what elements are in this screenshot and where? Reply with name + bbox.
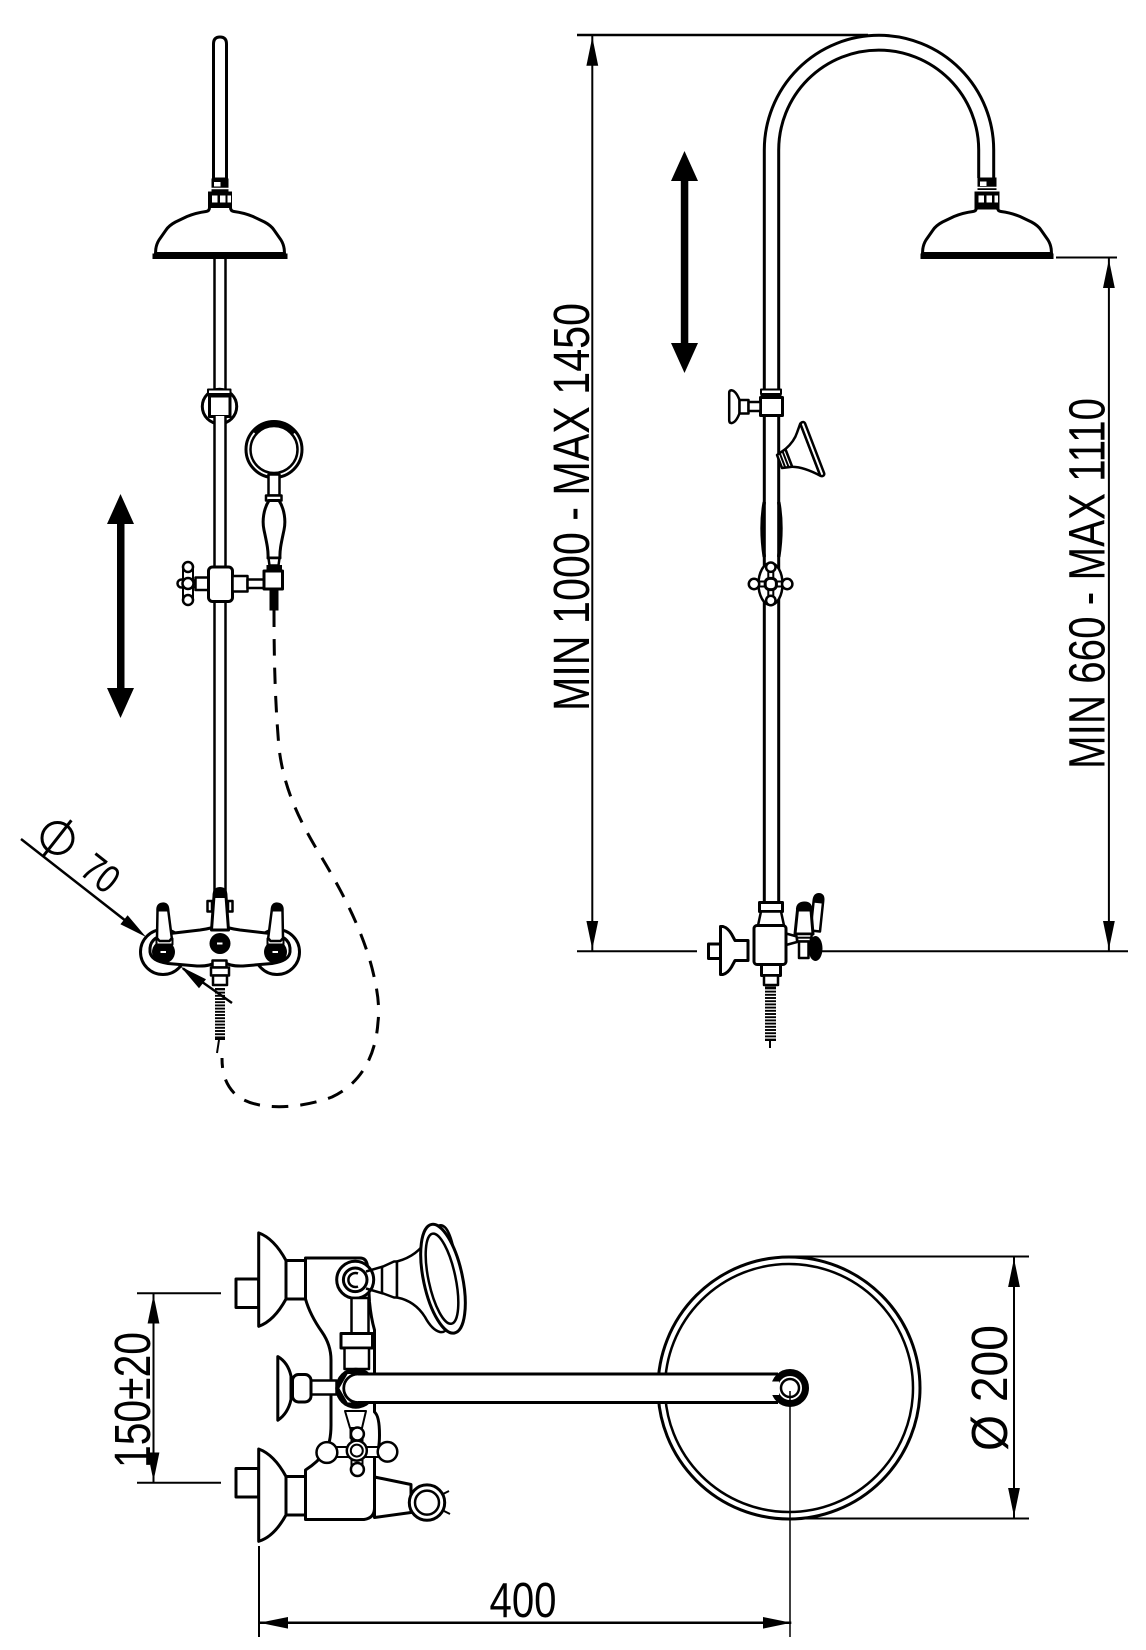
svg-text:150±20: 150±20	[104, 1332, 161, 1468]
svg-text:MIN 660 - MAX 1110: MIN 660 - MAX 1110	[1059, 398, 1116, 769]
svg-text:400: 400	[490, 1574, 557, 1628]
svg-text:Ø 200: Ø 200	[961, 1325, 1018, 1451]
svg-text:MIN 1000 - MAX 1450: MIN 1000 - MAX 1450	[543, 303, 600, 711]
